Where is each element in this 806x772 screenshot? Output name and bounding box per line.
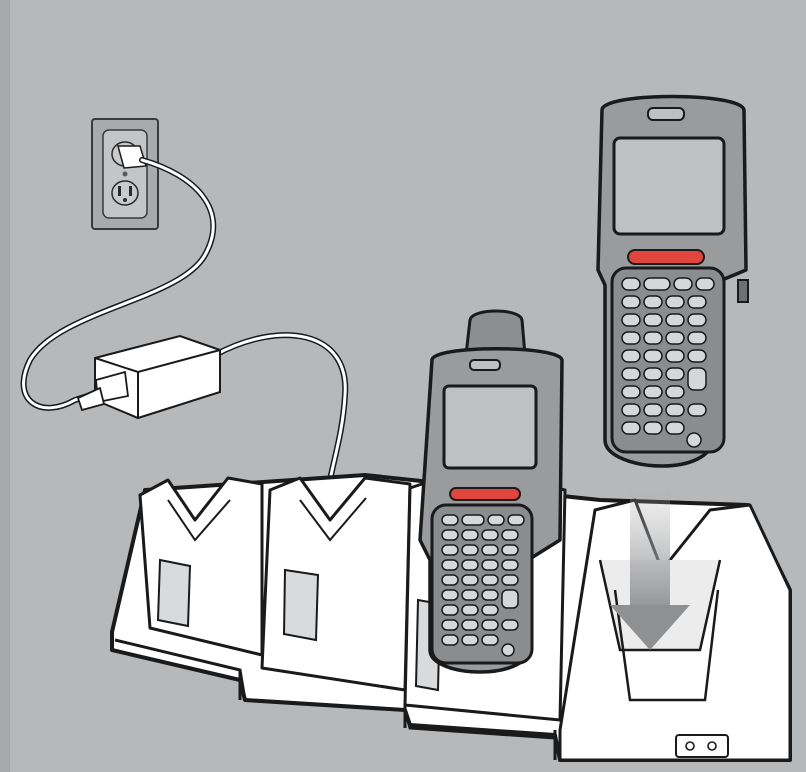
power-supply-brick-icon	[78, 336, 220, 418]
wall-outlet-icon	[92, 119, 158, 229]
device-screen	[444, 386, 536, 468]
charge-led-icon	[450, 488, 520, 500]
led-indicator-icon	[686, 742, 694, 750]
device-screen	[614, 138, 724, 234]
charge-led-icon	[628, 250, 704, 264]
cradle-connector-panel	[676, 735, 728, 757]
mobile-computer-inserting	[598, 97, 748, 467]
led-indicator-icon	[708, 742, 716, 750]
power-cable	[24, 160, 346, 480]
